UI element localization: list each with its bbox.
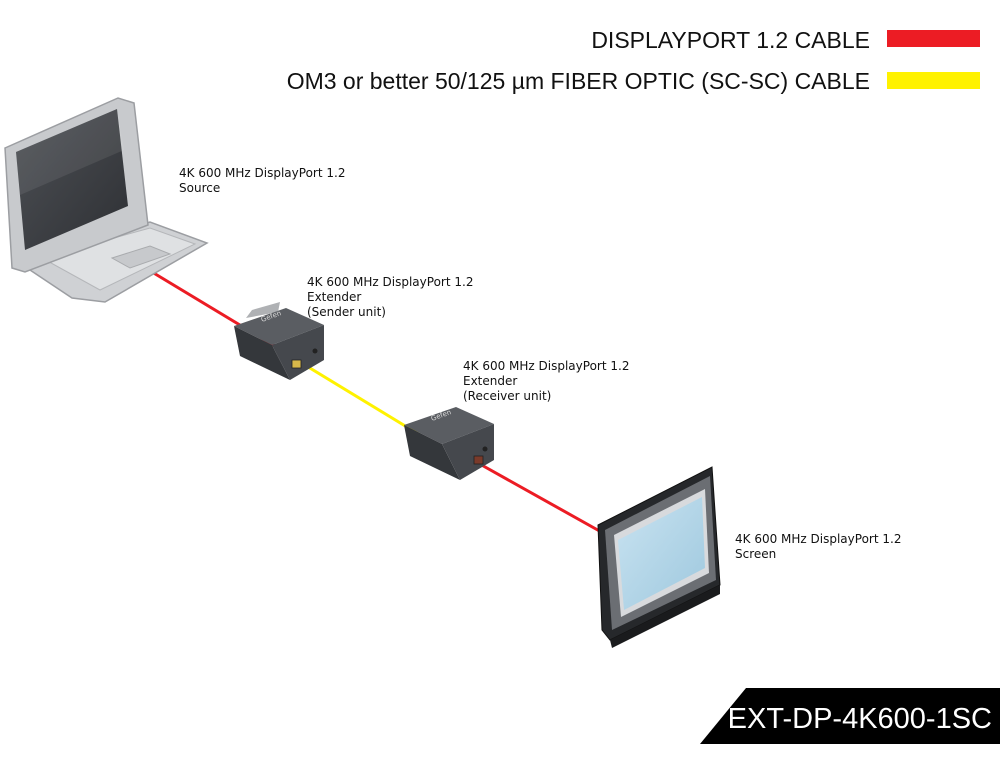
monitor-screen-icon xyxy=(597,466,721,648)
fiber-cable-sender-to-receiver xyxy=(299,360,421,437)
receiver-label-line1: 4K 600 MHz DisplayPort 1.2 xyxy=(463,359,630,373)
legend-label-fiber-cable: OM3 or better 50/125 µm FIBER OPTIC (SC-… xyxy=(286,68,870,94)
dp-cable-receiver-to-screen xyxy=(477,461,613,540)
receiver-unit-icon: Gefen xyxy=(404,407,494,480)
model-number: EXT-DP-4K600-1SC xyxy=(727,703,992,735)
receiver-label-line2: Extender xyxy=(463,374,518,388)
screen-label-line1: 4K 600 MHz DisplayPort 1.2 xyxy=(735,532,902,546)
source-label-line1: 4K 600 MHz DisplayPort 1.2 xyxy=(179,166,346,180)
sender-label-line1: 4K 600 MHz DisplayPort 1.2 xyxy=(307,275,474,289)
legend-swatch-fiber-cable xyxy=(887,72,980,89)
receiver-label-line3: (Receiver unit) xyxy=(463,389,552,403)
screen-label: 4K 600 MHz DisplayPort 1.2 Screen xyxy=(735,532,901,562)
model-banner xyxy=(700,688,1000,744)
legend-swatch-displayport-cable xyxy=(887,30,980,47)
sender-label-line3: (Sender unit) xyxy=(307,305,386,319)
sender-label-line2: Extender xyxy=(307,290,362,304)
source-label-line2: Source xyxy=(179,181,221,195)
laptop-source-icon xyxy=(4,97,209,303)
sender-label: 4K 600 MHz DisplayPort 1.2 Extender (Sen… xyxy=(307,275,473,320)
screen-label-line2: Screen xyxy=(735,547,777,561)
source-label: 4K 600 MHz DisplayPort 1.2 Source xyxy=(179,166,345,196)
sender-unit-icon: Gefen xyxy=(234,302,324,380)
legend-label-displayport-cable: DISPLAYPORT 1.2 CABLE xyxy=(591,27,870,53)
receiver-label: 4K 600 MHz DisplayPort 1.2 Extender (Rec… xyxy=(463,359,629,404)
